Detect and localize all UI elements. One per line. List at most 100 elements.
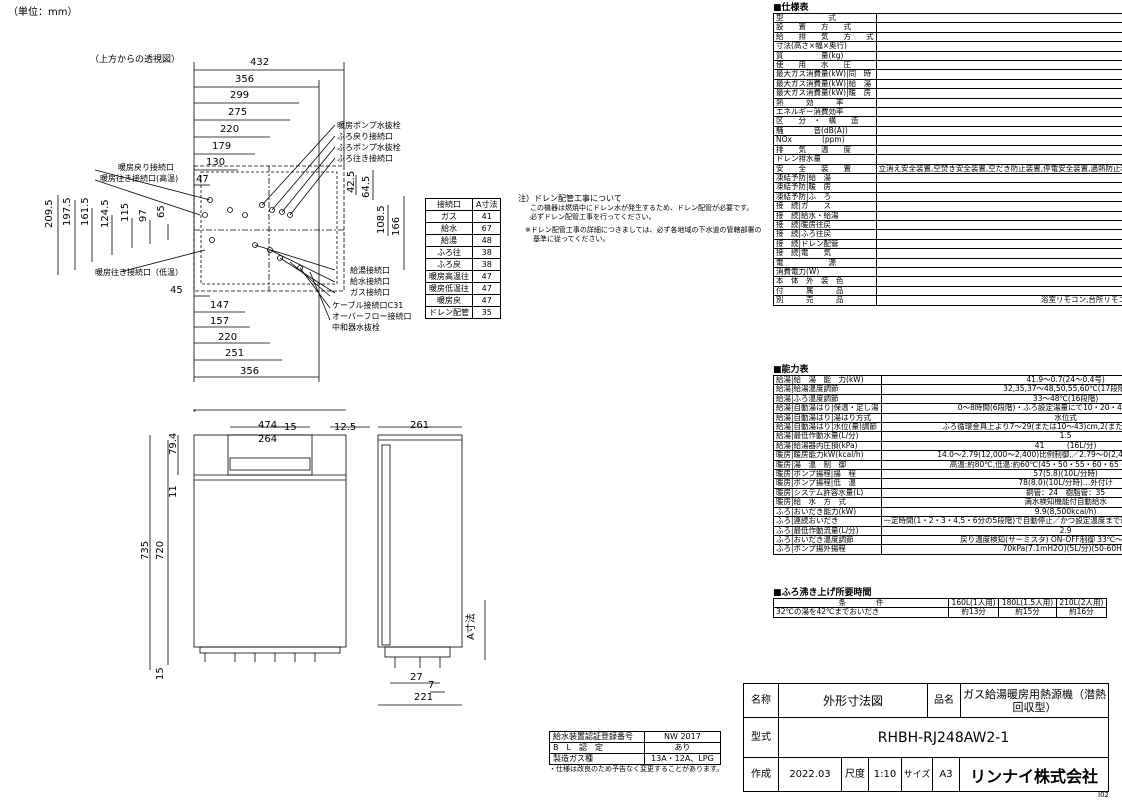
spec-label: 熱 効 率 [773, 97, 877, 109]
spec-value: 37.5(満水時：41.5) [875, 50, 1122, 62]
spec-value: 強制排気方式（排気延長不可） [875, 31, 1122, 43]
spec-label: 凍結予防|給 湯 [773, 172, 877, 184]
dim-11: 11 [168, 485, 179, 498]
label-heating-supply-high: 暖房往き接続口(高温) [100, 174, 179, 183]
top-view-drawing [57, 62, 405, 412]
spec-row: 電 源AC100V 50-60Hz共用 [773, 257, 1122, 268]
dim-432: 432 [250, 57, 270, 68]
perf-label: ふろ|おいだき温度調節 [773, 534, 882, 546]
spec-row: 給 排 気 方 式強制排気方式（排気延長不可） [773, 31, 1122, 43]
label-neutralizer-drain: 中和器水抜栓 [332, 323, 380, 332]
tb-name-label: 名称 [743, 683, 779, 718]
perf-value: 70kPa(7.1mH2O)(5L/分)(50-60Hz) [880, 544, 1122, 555]
perf-value: 14.0～2.79(12,000～2,400)比例制御,／2.79～0(2,40… [880, 450, 1122, 461]
tb-size-label: サイズ [901, 757, 933, 792]
spec-row: NOx (ppm)60以下 [773, 135, 1122, 146]
cell-port: ふろ往 [425, 246, 473, 259]
dim-356-bottom: 356 [240, 366, 260, 377]
perf-value: 一定時間(1・2・3・4,5・6分の5段階)で自動停止／かつ設定温度まで達しない… [880, 516, 1122, 527]
cell-dim: 47 [471, 270, 502, 283]
bath-time-180: 約15分 [998, 607, 1057, 618]
spec-label: 接 続|暖房往戻 [773, 219, 877, 231]
perf-value: 32,35,37～48,50,55,60℃(17段階) [880, 384, 1122, 395]
spec-label: 使 用 水 圧 [773, 60, 877, 71]
dim-166: 166 [391, 216, 402, 236]
spec-label: 最大ガス消費量(kW)|同 時 [773, 69, 877, 80]
spec-row: 熱 効 率給湯：95%,暖房：87%(高温：85%,低温：89%) [773, 97, 1122, 109]
spec-value: 低温腐食・ポンプ自動運転 [875, 182, 1122, 193]
spec-row: 最大ガス消費量(kW)|暖 房16.5(14,200kcal/h) [773, 88, 1122, 99]
bath-col-210: 210L(2人用) [1055, 597, 1108, 609]
spec-label: 接 続|給水・給湯 [773, 210, 877, 221]
spec-row: 別 売 品浴室リモコン,台所リモコン,配管カバー,据置台／ふろ循環金具,リモコン… [773, 295, 1122, 306]
spec-label: エネルギー消費効率 [773, 107, 877, 118]
dim-209-5: 209.5 [44, 199, 55, 228]
spec-row: 接 続|ドレン配管15A(R1/2) [773, 238, 1122, 250]
spec-value: 最大約95mL／分 [875, 154, 1122, 165]
perf-row: 給湯|給 湯 能 力(kW)41.9～0.7(24～0.4号) [773, 374, 1122, 386]
tb-size-value: A3 [932, 757, 960, 792]
table-row: B L 認 定あり [549, 742, 722, 754]
cell-dim: 47 [471, 282, 502, 295]
perf-label: 暖房|ポンプ揚程|低 温 [773, 478, 882, 489]
dim-130: 130 [206, 157, 226, 168]
dim-15-bottom: 15 [155, 667, 166, 680]
spec-value: 区分：－ 構造：－ [875, 116, 1122, 127]
dim-474: 474 [258, 420, 278, 431]
cert-label: 給水装置認証登録番号 [549, 731, 645, 743]
dim-735: 735 [140, 540, 151, 560]
spec-row: 付 属 品信号線セット(一式),ビス類 [773, 285, 1122, 297]
spec-row: 消費電力(W)210(待機時 2.3)(50-60Hz) [773, 266, 1122, 278]
label-bath-supply: ふろ往き接続口 [337, 154, 393, 163]
spec-row: 設 置 方 式屋外壁掛式（集合・戸建設置型） [773, 22, 1122, 33]
perf-label: 給湯|自動湯はり|湯はり方式 [773, 412, 882, 424]
spec-value: 凍結予防ヒータ(215W) [875, 172, 1122, 184]
dim-220-bottom: 220 [218, 332, 238, 343]
dim-42-5: 42.5 [346, 170, 357, 193]
cert-note: ・仕様は改良のため予告なく変更することがあります。 [549, 765, 724, 773]
spec-value: 立消え安全装置,空焚き安全装置,空だき防止装置,停電安全装置,過熱防止装置／過電… [875, 163, 1122, 174]
spec-label: 寸法(高さ×幅×奥行) [773, 41, 877, 52]
perf-value: 78(8.0)(10L/分時)…外付け [880, 478, 1122, 489]
perf-value: 1.5 [880, 431, 1122, 442]
dim-179: 179 [212, 141, 232, 152]
spec-title: ■仕様表 [773, 3, 809, 13]
spec-row: 接 続|ふろ往戻CCHジョイント用継手 [773, 229, 1122, 240]
bath-condition: 32℃の湯を42℃までおいだき [773, 607, 949, 618]
front-side-view-drawing [149, 409, 486, 706]
cell-dim: 41 [471, 210, 502, 223]
dim-264: 264 [258, 434, 278, 445]
perf-value: 2.9 [880, 525, 1122, 536]
note-line-3: 必ずドレン配管工事を行ってください。 [530, 213, 656, 221]
dim-251: 251 [225, 348, 245, 359]
dim-356-top: 356 [235, 74, 255, 85]
spec-row: エネルギー消費効率(定格)－ [773, 107, 1122, 118]
note-line-5: 基準に従ってください。 [533, 235, 610, 243]
spec-label: NOx (ppm) [773, 135, 877, 146]
spec-label: 安 全 装 置 [773, 163, 877, 174]
dim-124-5: 124.5 [100, 199, 111, 228]
perf-label: ふろ|おいだき能力(kW) [773, 506, 882, 518]
spec-label: 消費電力(W) [773, 266, 877, 278]
tb-made-label: 作成 [743, 757, 779, 792]
perf-label: 給湯|最低作動水量(L/分) [773, 431, 882, 442]
col-header-a-dim: A寸法 [471, 198, 502, 211]
spec-row: 最大ガス消費量(kW)|給 湯44.2(38,000kcal/h) [773, 78, 1122, 90]
spec-value: シャイニーシルバー(近似色：マンセルNo.－) [875, 276, 1122, 287]
spec-row: 接 続|給水・給湯20A(R3/4) [773, 210, 1122, 221]
spec-value: 210(待機時 2.3)(50-60Hz) [875, 266, 1122, 278]
spec-row: 接 続|ガ ス20A(R3/4)・・・13A,12A,15A(R1/2)丁接続可… [773, 201, 1122, 212]
spec-label: 最大ガス消費量(kW)|暖 房 [773, 88, 877, 99]
perf-row: ふろ|連続おいだき一定時間(1・2・3・4,5・6分の5段階)で自動停止／かつ設… [773, 516, 1122, 527]
label-bath-return: ふろ戻り接続口 [337, 132, 393, 141]
cell-port: 暖房低温往 [425, 282, 473, 295]
perf-value: 満水検知機能付自動給水 [880, 497, 1122, 508]
bath-time-210: 約16分 [1055, 607, 1108, 618]
